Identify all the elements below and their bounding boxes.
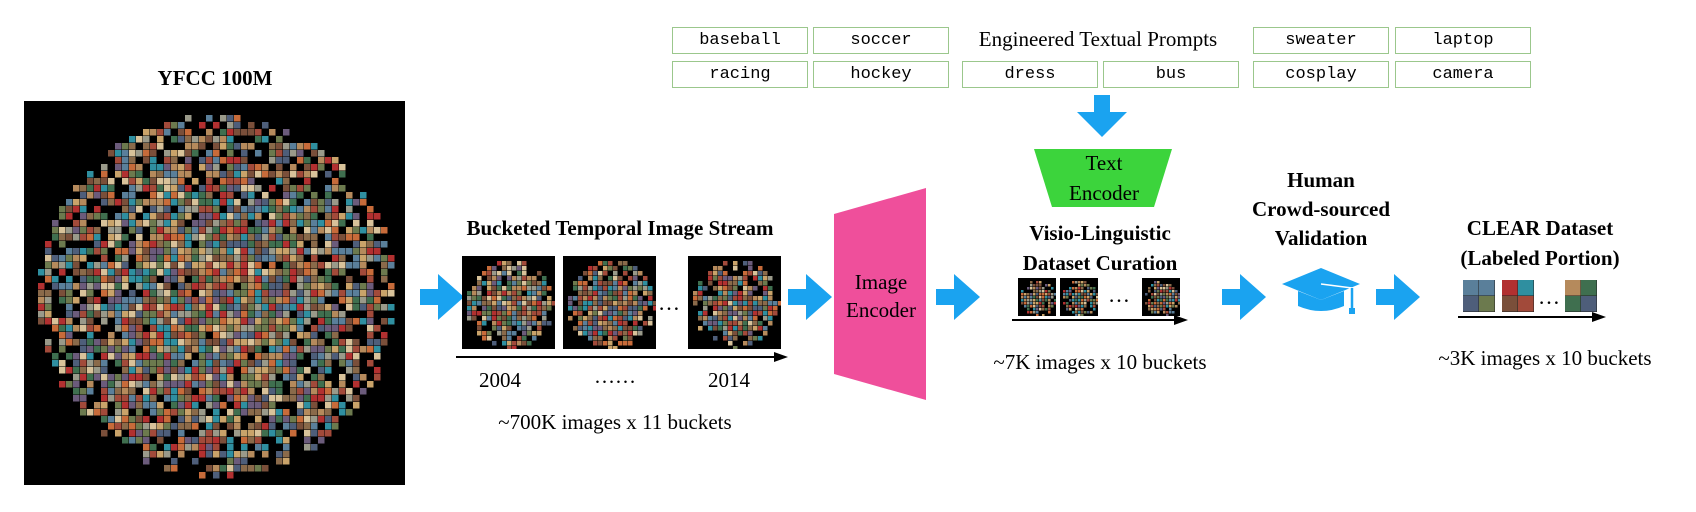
clear-photo: [1565, 280, 1597, 312]
clear-photo: [1502, 280, 1534, 312]
clear-timeline-arrow: [1458, 312, 1606, 322]
flow-arrow-2: [788, 274, 832, 320]
curation-thumb: [1018, 278, 1056, 316]
text-encoder-label-line1: Text: [1085, 151, 1123, 175]
stream-mid-dots: ……: [594, 364, 636, 388]
prompt-chip: camera: [1395, 61, 1531, 88]
clear-thumb-ellipsis: …: [1538, 284, 1560, 309]
text-encoder-shape: [1034, 149, 1172, 207]
image-encoder-shape: [834, 188, 926, 400]
yfcc-tsne-image: [24, 101, 405, 485]
clear-count: ~3K images x 10 buckets: [1438, 346, 1652, 370]
image-encoder-label: Image Encoder: [826, 268, 936, 324]
validation-title: Human Crowd-sourced Validation: [1226, 166, 1416, 253]
flow-arrow-1: [420, 274, 464, 320]
clear-photo: [1463, 280, 1495, 312]
clear-title-line2: (Labeled Portion): [1460, 246, 1620, 270]
clear-title: CLEAR Dataset (Labeled Portion): [1420, 213, 1660, 273]
curation-timeline-arrow: [1012, 315, 1188, 325]
stream-thumb-2004: [462, 256, 555, 349]
curation-thumb: [1142, 278, 1180, 316]
down-arrow: [1077, 95, 1127, 137]
curation-title-line1: Visio-Linguistic: [1029, 221, 1171, 245]
validation-title-line3: Validation: [1274, 226, 1368, 250]
curation-thumb: [1060, 278, 1098, 316]
stream-start-year: 2004: [479, 368, 521, 392]
curation-title-line2: Dataset Curation: [1022, 251, 1178, 275]
prompt-chip: cosplay: [1253, 61, 1389, 88]
prompt-chip: racing: [672, 61, 808, 88]
yfcc-title: YFCC 100M: [157, 66, 273, 90]
image-encoder-label-line1: Image: [854, 270, 908, 294]
curation-title: Visio-Linguistic Dataset Curation: [980, 218, 1220, 278]
stream-count: ~700K images x 11 buckets: [498, 410, 732, 434]
stream-thumb-2014: [688, 256, 781, 349]
prompt-chip: dress: [962, 61, 1098, 88]
stream-end-year: 2014: [708, 368, 750, 392]
text-encoder-label-line2: Encoder: [1069, 181, 1139, 205]
flow-arrow-4: [1222, 274, 1266, 320]
text-encoder-label: Text Encoder: [1044, 148, 1164, 208]
stream-title: Bucketed Temporal Image Stream: [466, 216, 774, 240]
prompt-chip: bus: [1103, 61, 1239, 88]
prompt-chip: baseball: [672, 27, 808, 54]
validation-title-line2: Crowd-sourced: [1251, 197, 1391, 221]
prompt-chip: soccer: [813, 27, 949, 54]
stream-thumb-ellipsis: …: [658, 290, 680, 315]
image-encoder-label-line2: Encoder: [846, 298, 916, 322]
stream-timeline-arrow: [456, 352, 788, 362]
validation-title-line1: Human: [1287, 168, 1355, 192]
curation-count: ~7K images x 10 buckets: [993, 350, 1207, 374]
flow-arrow-3: [936, 274, 980, 320]
curation-thumb-ellipsis: …: [1108, 282, 1130, 307]
prompt-chip: hockey: [813, 61, 949, 88]
clear-title-line1: CLEAR Dataset: [1466, 216, 1614, 240]
prompt-chip: sweater: [1253, 27, 1389, 54]
stream-thumb-mid: [563, 256, 656, 349]
prompts-title: Engineered Textual Prompts: [978, 27, 1218, 51]
graduation-cap-icon: [1282, 268, 1360, 314]
prompt-chip: laptop: [1395, 27, 1531, 54]
flow-arrow-5: [1376, 274, 1420, 320]
